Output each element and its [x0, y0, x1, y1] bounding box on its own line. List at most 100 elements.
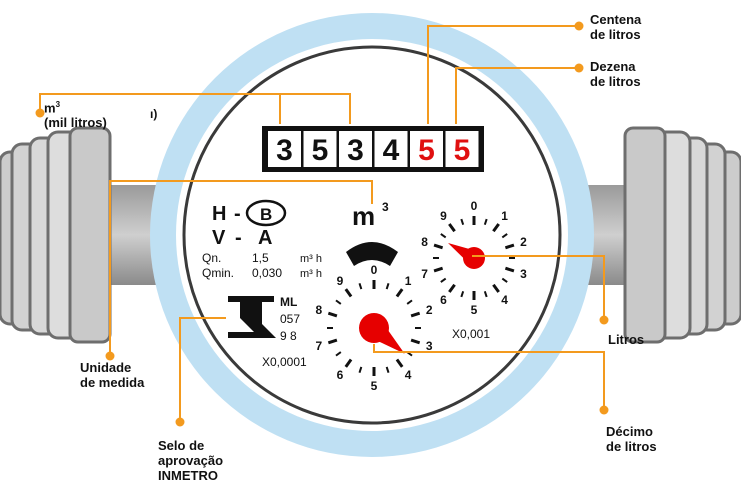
seal-text-98: 9 8 [280, 329, 297, 343]
qn-unit: m³ h [300, 253, 322, 265]
label-unidade-de-medida: Unidade de medida [80, 360, 145, 390]
dial-number: 6 [337, 368, 344, 382]
class-b-circle [245, 199, 287, 227]
label-mil-litros: m3 (mil litros) [44, 100, 107, 131]
dial-number: 9 [337, 274, 344, 288]
dial-minor-tick [385, 366, 390, 374]
dial-number: 5 [371, 379, 378, 393]
dial-number: 7 [315, 339, 322, 353]
seal-text-057: 057 [280, 312, 300, 326]
dial-tick [433, 243, 444, 250]
dial-large: 0 1 2 3 4 5 6 7 8 9 [315, 263, 432, 393]
dial-small-multiplier: X0,001 [452, 327, 490, 341]
dial-minor-tick [483, 218, 488, 226]
odometer-digit-red: 5 [418, 134, 435, 167]
odometer-cell [410, 131, 443, 167]
dial-tick [395, 288, 404, 298]
seal-text-ml: ML [280, 295, 297, 309]
odometer-digit-red: 5 [454, 134, 471, 167]
dial-number: 2 [426, 303, 433, 317]
inmetro-seal-icon [228, 296, 276, 338]
dial-number: 3 [426, 339, 433, 353]
dial-tick [410, 338, 421, 345]
dial-minor-tick [440, 277, 447, 283]
dial-minor-tick [460, 290, 465, 298]
qn-label: Qn. [202, 251, 221, 265]
dial-number: 1 [405, 274, 412, 288]
dial-minor-tick [335, 299, 342, 305]
callout-lines [39, 25, 605, 420]
dial-hub [359, 313, 389, 343]
dial-number: 0 [371, 263, 378, 277]
dial-number: 2 [520, 235, 527, 249]
label-selo-inmetro: Selo de aprovação INMETRO [158, 438, 224, 483]
dial-tick [492, 223, 500, 233]
dial-tick [327, 311, 338, 318]
dial-minor-tick [501, 233, 508, 239]
dial-number: 4 [501, 293, 508, 307]
dial-minor-tick [483, 290, 488, 298]
dial-tick [504, 243, 515, 250]
odometer-cell [268, 131, 301, 167]
dial-minor-tick [501, 277, 508, 283]
dial-number: 4 [405, 368, 412, 382]
dial-minor-tick [385, 282, 390, 290]
dial-tick [327, 338, 338, 345]
meter-class-b: B [260, 205, 272, 224]
meter-class-h: H [212, 203, 226, 225]
dial-number: 8 [421, 235, 428, 249]
dial-minor-tick [358, 366, 363, 374]
odometer-digit: 4 [383, 134, 400, 167]
left-pipe-connector [0, 126, 165, 344]
dial-number: 5 [471, 303, 478, 317]
label-decimo-de-litros: Décimo de litros [606, 424, 657, 454]
odometer-digit: 3 [276, 134, 293, 167]
dial-number: 3 [520, 267, 527, 281]
odometer-digit: 3 [347, 134, 364, 167]
dial-hub [463, 247, 485, 269]
dial-minor-tick [406, 299, 413, 305]
dial-minor-tick [460, 218, 465, 226]
dial-minor-tick [440, 233, 447, 239]
flow-fan-shape [346, 242, 398, 266]
dial-tick [504, 266, 515, 273]
qn-value: 1,5 [252, 251, 269, 265]
meter-class-a: A [258, 227, 272, 249]
dial-large-multiplier: X0,0001 [262, 355, 307, 369]
odometer-digit: 5 [312, 134, 329, 167]
dial-number: 8 [315, 303, 322, 317]
callout-dots [35, 21, 609, 427]
dial-tick [395, 358, 404, 368]
right-pipe-connector [580, 126, 741, 344]
svg-text:-: - [235, 227, 242, 249]
label-dezena-de-litros: Dezena de litros [590, 59, 641, 89]
odometer-cell [303, 131, 337, 167]
dial-tick [448, 283, 456, 293]
dial-tick [492, 283, 500, 293]
dial-tick [433, 266, 444, 273]
dial-number: 9 [440, 209, 447, 223]
dial-number: 0 [471, 199, 478, 213]
label-centena-de-litros: Centena de litros [590, 12, 642, 42]
dial-minor-tick [335, 351, 342, 357]
qmin-label: Qmin. [202, 266, 234, 280]
dial-tick [410, 311, 421, 318]
meter-class-v: V [212, 227, 226, 249]
unit-m: m [352, 201, 375, 231]
unit-superscript: 3 [382, 200, 389, 214]
svg-text:ı): ı) [150, 107, 157, 121]
odometer-cell [374, 131, 408, 167]
qmin-value: 0,030 [252, 266, 282, 280]
odometer-cell [339, 131, 372, 167]
label-litros: Litros [608, 332, 645, 347]
dial-number: 1 [501, 209, 508, 223]
dial-number: 7 [421, 267, 428, 281]
dial-minor-tick [358, 282, 363, 290]
dial-tick [344, 288, 353, 298]
svg-text:-: - [234, 203, 241, 225]
dial-tick [448, 223, 456, 233]
qmin-unit: m³ h [300, 268, 322, 280]
